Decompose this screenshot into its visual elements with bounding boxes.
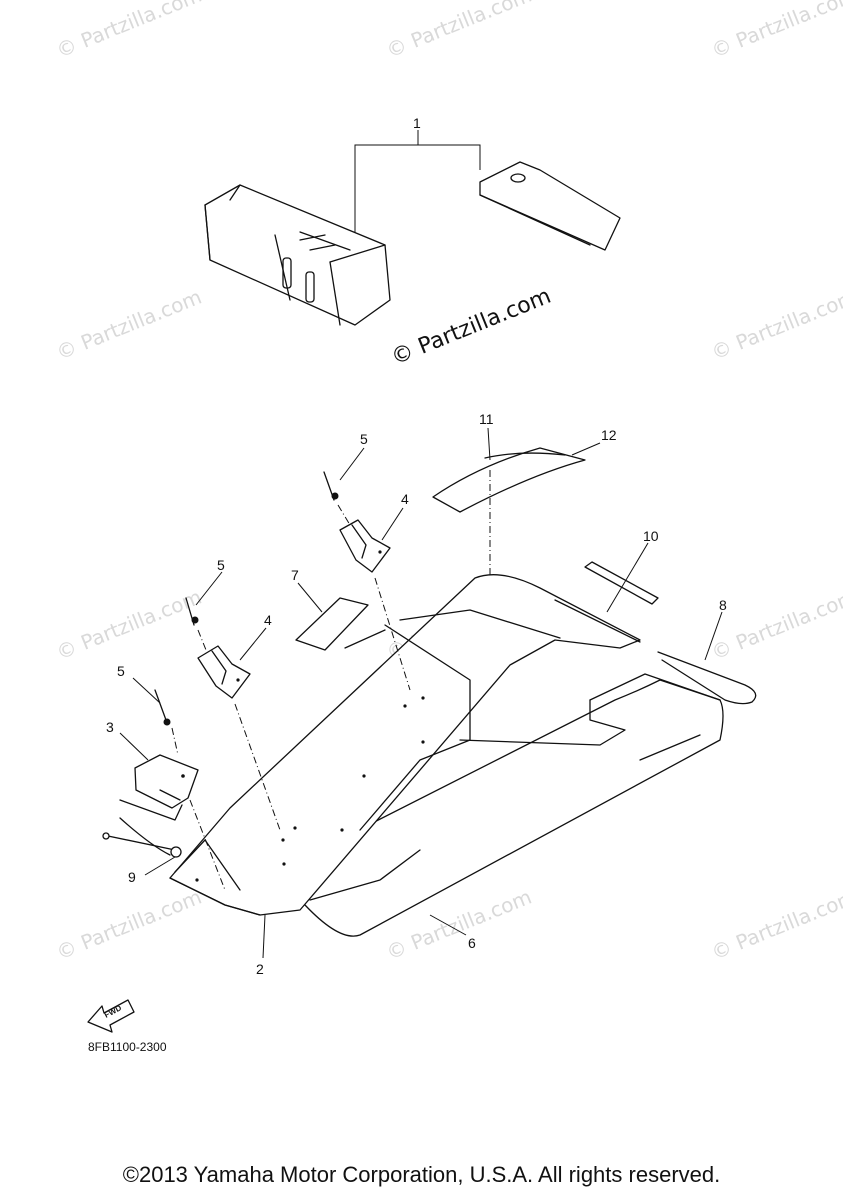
callout-11: 11 bbox=[479, 411, 494, 427]
callout-12: 12 bbox=[601, 427, 617, 443]
callout-7: 7 bbox=[291, 567, 299, 583]
watermark: © Partzilla.com bbox=[708, 285, 843, 365]
part-4-clamp-lower bbox=[197, 645, 281, 831]
watermark: © Partzilla.com bbox=[53, 585, 205, 665]
callout-2: 2 bbox=[256, 961, 264, 977]
callout-1: 1 bbox=[413, 115, 421, 131]
mount-hole bbox=[236, 678, 240, 682]
callout-10: 10 bbox=[643, 528, 659, 544]
watermark: © Partzilla.com bbox=[708, 0, 843, 63]
watermark: © Partzilla.com bbox=[383, 0, 535, 63]
mount-hole bbox=[362, 774, 366, 778]
diagram-code: 8FB1100-2300 bbox=[88, 1040, 167, 1054]
mount-hole bbox=[281, 838, 285, 842]
callout-5: 5 bbox=[217, 557, 225, 573]
watermark-center: © Partzilla.com bbox=[388, 284, 555, 371]
mount-hole bbox=[282, 862, 286, 866]
mount-hole bbox=[421, 696, 425, 700]
part-5-screw-upper bbox=[323, 471, 351, 526]
mount-hole bbox=[403, 704, 407, 708]
callout-leaders bbox=[119, 427, 723, 959]
fwd-arrow-icon: FWD bbox=[87, 999, 135, 1033]
callout-9: 9 bbox=[128, 869, 136, 885]
part-9-pin bbox=[102, 817, 182, 858]
callout-3: 3 bbox=[106, 719, 114, 735]
mount-hole bbox=[340, 828, 344, 832]
part-5-screw-lower bbox=[154, 689, 179, 756]
copyright-notice: ©2013 Yamaha Motor Corporation, U.S.A. A… bbox=[122, 1162, 721, 1187]
callout-5: 5 bbox=[117, 663, 125, 679]
part-3-hinge bbox=[119, 754, 226, 891]
watermark: © Partzilla.com bbox=[53, 885, 205, 965]
part-8-hook bbox=[657, 651, 757, 705]
part-2-body-cover bbox=[169, 574, 641, 916]
part-5-screw-middle bbox=[185, 597, 207, 651]
mount-hole bbox=[195, 878, 199, 882]
part-7-label bbox=[295, 597, 386, 651]
callout-5: 5 bbox=[360, 431, 368, 447]
mount-hole bbox=[421, 740, 425, 744]
part-10-rod bbox=[584, 561, 659, 605]
part-1-tool-kit bbox=[204, 130, 621, 326]
callout-8: 8 bbox=[719, 597, 727, 613]
part-6-seat-base bbox=[259, 673, 724, 937]
mount-hole bbox=[181, 774, 185, 778]
callout-6: 6 bbox=[468, 935, 476, 951]
callout-4: 4 bbox=[401, 491, 409, 507]
watermark: © Partzilla.com bbox=[53, 285, 205, 365]
part-4-clamp-upper bbox=[339, 519, 411, 691]
watermark: © Partzilla.com bbox=[708, 885, 843, 965]
callout-4: 4 bbox=[264, 612, 272, 628]
watermark: © Partzilla.com bbox=[53, 0, 205, 63]
mount-hole bbox=[293, 826, 297, 830]
callout-labels: 1 11 12 5 4 10 5 7 8 4 5 3 9 6 2 bbox=[106, 115, 727, 977]
mount-hole bbox=[378, 550, 382, 554]
watermark: © Partzilla.com bbox=[708, 585, 843, 665]
